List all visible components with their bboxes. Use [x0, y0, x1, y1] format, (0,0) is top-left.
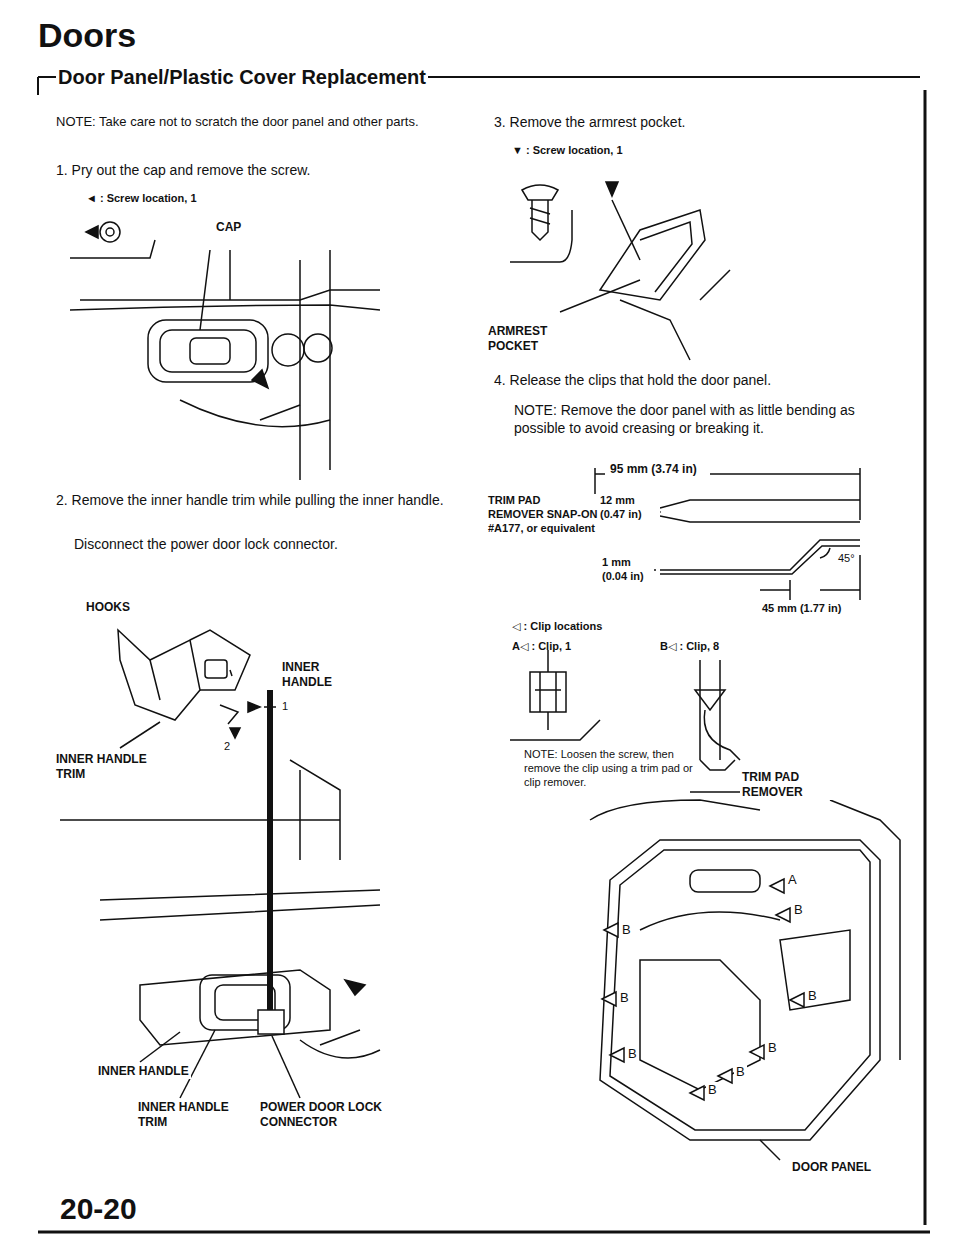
door-panel-figure: [590, 800, 900, 1160]
note-text: NOTE: Loosen the screw, then remove the …: [522, 748, 696, 789]
section-heading: Door Panel/Plastic Cover Replacement: [56, 65, 428, 90]
dimension: 45 mm (1.77 in): [760, 602, 843, 616]
part-name: ARMREST POCKET: [486, 324, 580, 354]
clip-letter: B: [806, 988, 819, 1004]
step-text: 3. Remove the armrest pocket.: [494, 114, 685, 132]
legend-note: ◁ : Clip locations: [512, 620, 602, 634]
part-name: INNER HANDLE: [96, 1064, 191, 1079]
trim-pad-remover-figure: [595, 468, 860, 600]
part-name: POWER DOOR LOCK CONNECTOR: [258, 1100, 422, 1130]
clip-letter: A: [786, 872, 799, 888]
page-edge: [924, 90, 927, 1225]
part-name: INNER HANDLE: [280, 660, 354, 690]
inner-handle-trim-figure: [60, 630, 380, 1010]
page-title: Doors: [38, 14, 136, 57]
dimension: 45°: [836, 552, 857, 566]
clip-letter: B: [734, 1064, 747, 1080]
clip-letter: B: [618, 990, 631, 1006]
step-text: 4. Release the clips that hold the door …: [494, 372, 894, 390]
part-name: TRIM PAD REMOVER: [740, 770, 834, 800]
part-name: INNER HANDLE TRIM: [136, 1100, 250, 1130]
clip-letter: B: [620, 922, 633, 938]
dimension: 95 mm (3.74 in): [608, 462, 699, 477]
clip-letter: B: [766, 1040, 779, 1056]
legend-note: ◄ : Screw location, 1: [86, 192, 197, 206]
note-text: NOTE: Take care not to scratch the door …: [56, 114, 446, 130]
part-name: HOOKS: [84, 600, 132, 615]
step-text: 1. Pry out the cap and remove the screw.: [56, 162, 446, 180]
footer-rule: [38, 1231, 930, 1234]
page-number: 20-20: [60, 1190, 137, 1228]
part-name: DOOR PANEL: [790, 1160, 873, 1175]
tool-name: TRIM PAD REMOVER SNAP-ON #A177, or equiv…: [486, 494, 600, 535]
part-name: INNER HANDLE TRIM: [54, 752, 178, 782]
clip-letter: B: [792, 902, 805, 918]
step-text: Disconnect the power door lock connector…: [74, 536, 454, 554]
callout-number: 2: [222, 740, 232, 754]
header-tick: [37, 77, 39, 95]
callout-number: 1: [280, 700, 290, 714]
clip-letter: B: [626, 1046, 639, 1062]
handle-area-figure: [70, 222, 380, 480]
dimension: 12 mm (0.47 in): [598, 494, 660, 522]
legend-note: ▼ : Screw location, 1: [512, 144, 623, 158]
part-name: CAP: [214, 220, 243, 235]
clip-detail-figure: [510, 650, 755, 792]
legend-note: A◁ : Clip, 1: [512, 640, 571, 654]
clip-letter: B: [706, 1082, 719, 1098]
legend-note: B◁ : Clip, 8: [660, 640, 719, 654]
step-text: 2. Remove the inner handle trim while pu…: [56, 492, 446, 510]
dimension: 1 mm (0.04 in): [600, 556, 654, 584]
note-text: NOTE: Remove the door panel with as litt…: [514, 402, 904, 437]
